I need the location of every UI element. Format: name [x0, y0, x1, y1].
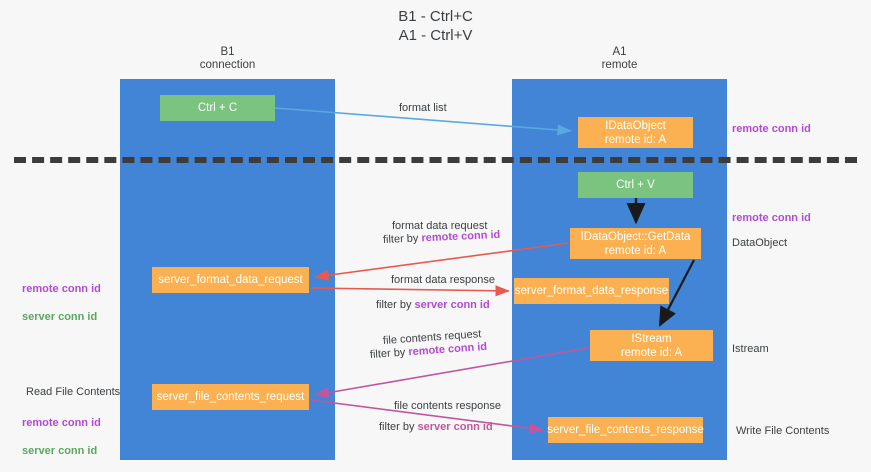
phase-divider [14, 157, 857, 163]
filter-prefix: filter by [379, 421, 418, 433]
annotation-remote-conn-id: remote conn id [22, 417, 101, 429]
filter-prefix: filter by [369, 346, 409, 361]
flow-label-file-contents-response: file contents response [394, 400, 502, 412]
node-server-file-contents-request[interactable]: server_file_contents_request [152, 384, 309, 410]
lane-header-a1: A1 remote [601, 46, 638, 71]
flow-label-file-contents-response-filter: filter by server conn id [379, 420, 493, 435]
annotation-server-conn-id: server conn id [22, 445, 98, 457]
annotation-conn-ids-format: remote conn id server conn id [22, 268, 101, 338]
annotation-istream: Istream [732, 343, 769, 355]
annotation-server-conn-id: server conn id [22, 311, 98, 323]
node-server-file-contents-response[interactable]: server_file_contents_response [547, 417, 704, 443]
annotation-write-file-contents: Write File Contents [736, 425, 830, 437]
annotation-dataobject: DataObject [732, 237, 788, 249]
filter-key-remote-conn-id: remote conn id [407, 340, 488, 359]
arrow-format-data-response [310, 285, 510, 297]
flow-label-format-list: format list [399, 102, 447, 114]
annotation-remote-conn-id: remote conn id [22, 283, 101, 295]
node-idataobject-getdata[interactable]: IDataObject::GetData remote id: A [570, 228, 701, 259]
annotation-remote-conn-id-mid: remote conn id [732, 212, 811, 224]
node-ctrl-c[interactable]: Ctrl + C [160, 95, 275, 121]
annotation-read-file-contents: Read File Contents [26, 386, 121, 398]
filter-key-server-conn-id: server conn id [417, 421, 493, 433]
filter-key-server-conn-id: server conn id [414, 299, 490, 311]
node-ctrl-v[interactable]: Ctrl + V [578, 172, 693, 198]
flow-label-format-data-response-filter: filter by server conn id [376, 298, 490, 313]
flow-label-format-data-response: format data response [391, 274, 495, 286]
node-istream[interactable]: IStream remote id: A [590, 330, 713, 361]
annotation-conn-ids-file: remote conn id server conn id [22, 402, 101, 472]
annotation-remote-conn-id-top: remote conn id [732, 123, 811, 135]
filter-key-remote-conn-id: remote conn id [421, 228, 501, 245]
filter-prefix: filter by [382, 232, 422, 246]
flow-label-format-data-request: format data request [392, 220, 488, 232]
page-title: B1 - Ctrl+C A1 - Ctrl+V [398, 8, 473, 44]
node-server-format-data-request[interactable]: server_format_data_request [152, 267, 309, 293]
lane-header-b1: B1 connection [199, 46, 256, 71]
filter-prefix: filter by [376, 299, 415, 311]
node-server-format-data-response[interactable]: server_format_data_response [514, 278, 669, 304]
node-idataobject[interactable]: IDataObject remote id: A [578, 117, 693, 148]
